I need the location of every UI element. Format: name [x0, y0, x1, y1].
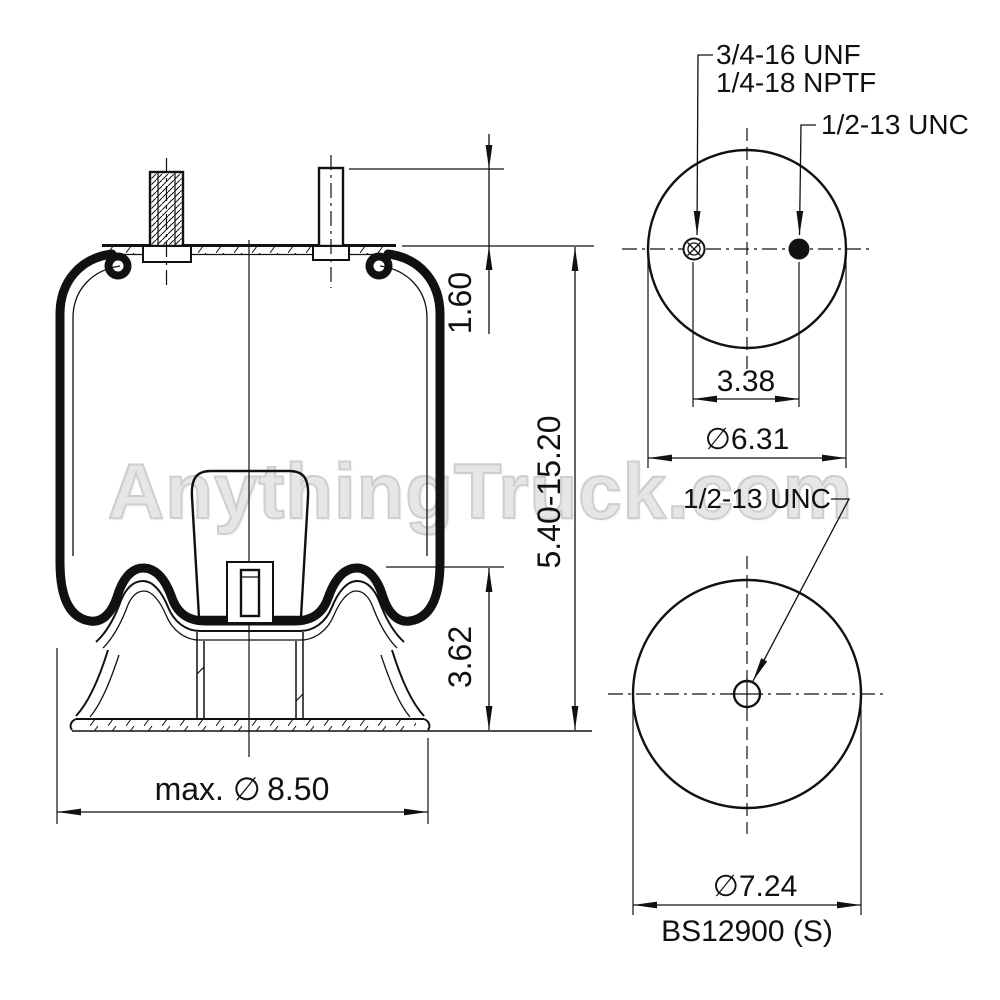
dim-3-38: 3.38: [717, 365, 775, 398]
dim-6-31-group: ∅6.31: [647, 253, 847, 468]
dim-6-31: ∅6.31: [705, 423, 790, 456]
piston-flare: [75, 649, 425, 718]
dim-5-40-15-20: 5.40-15.20: [531, 415, 567, 568]
port-label-line2: 1/4-18 NPTF: [716, 67, 876, 98]
port-label-line1: 3/4-16 UNF: [716, 39, 861, 70]
bumper-stud: [239, 568, 261, 618]
dim-3-62-group: 3.62: [442, 568, 493, 730]
dim-1-60: 1.60: [442, 272, 478, 334]
stud-leader: [796, 124, 816, 236]
bead-roll-right-center: [373, 260, 385, 272]
stud-hole: [788, 238, 810, 260]
bottom-stud-hole: [731, 678, 763, 710]
top-view: 3/4-16 UNF 1/4-18 NPTF 1/2-13 UNC 3.38 ∅…: [622, 39, 969, 468]
piston-bottom-plate: [69, 718, 592, 732]
dim-1-60-group: 1.60: [442, 134, 493, 334]
dim-5-40-15-20-group: 5.40-15.20: [531, 247, 579, 730]
bottom-view: 1/2-13 UNC ∅7.24 BS12900 (S): [608, 483, 886, 948]
mounting-stud-right: [312, 155, 350, 288]
dim-3-62: 3.62: [442, 626, 478, 688]
dim-3-38-group: 3.38: [692, 262, 800, 407]
dim-7-24-group: ∅7.24: [632, 700, 862, 915]
dim-max-8-50: max. ∅ 8.50: [155, 771, 330, 807]
bottom-stud-label: 1/2-13 UNC: [683, 483, 831, 514]
mounting-stud-left: [142, 158, 192, 290]
internal-bumper: [190, 469, 310, 619]
piston-top-outer: [95, 579, 405, 643]
combo-port-hole: [682, 237, 706, 261]
piston-top-inner: [102, 590, 398, 649]
top-stud-label: 1/2-13 UNC: [821, 109, 969, 140]
bellows-inner-wall-left: [72, 265, 121, 556]
top-plate-hatch: [104, 246, 394, 255]
combo-port-leader: [693, 54, 713, 236]
side-view-extension-lines: [56, 168, 594, 824]
dim-max-8-50-group: max. ∅ 8.50: [57, 771, 428, 816]
dim-7-24: ∅7.24: [713, 870, 798, 903]
side-view: 1.60 5.40-15.20 3.62 max. ∅ 8.50: [55, 134, 594, 824]
part-number: BS12900 (S): [661, 915, 833, 948]
bottom-stud-leader: [752, 498, 851, 682]
bellows-inner-wall-right: [379, 265, 428, 556]
piston-pedestal: [196, 632, 304, 719]
watermark-text: AnythingTruck.com: [107, 446, 854, 536]
